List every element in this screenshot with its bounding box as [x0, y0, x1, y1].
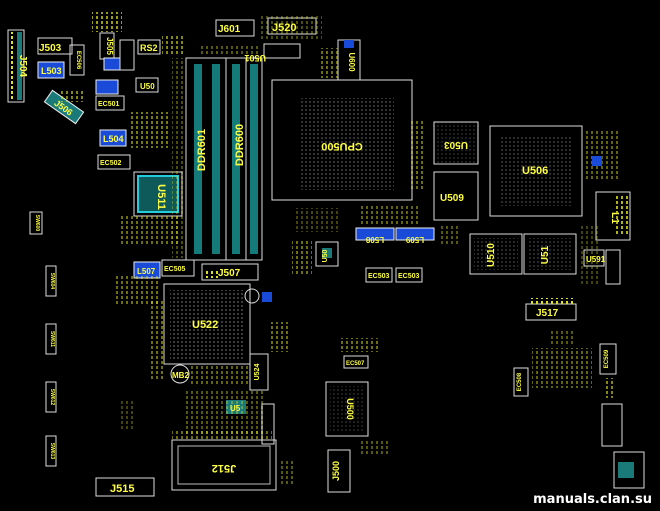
component-l507: L507: [133, 261, 161, 279]
label-l503: L503: [41, 66, 62, 76]
label-sw600: SW600: [34, 215, 40, 232]
switch-sw600: SW600: [29, 211, 43, 235]
label-u510: U510: [486, 243, 497, 267]
component-u51: U51: [523, 233, 577, 275]
label-j517: J517: [536, 308, 559, 319]
component-u524: U524: [249, 353, 269, 391]
chip-u506: U506: [489, 125, 583, 217]
component-l503: L503: [37, 61, 65, 79]
label-l508: L508: [365, 235, 384, 244]
component-ec508: EC508: [513, 367, 529, 397]
ddr-slot-ddr600: DDR600: [225, 57, 263, 261]
label-ec506: EC506: [75, 51, 81, 70]
label-ec509: EC509: [604, 349, 610, 368]
chip-u500: U500: [325, 381, 369, 437]
component-u50: U50: [135, 77, 159, 93]
label-u506: U506: [522, 165, 548, 177]
label-sw612: SW612: [49, 389, 55, 406]
label-l507: L507: [137, 267, 156, 276]
connector-j504: J504: [7, 29, 28, 103]
component-ec509: EC509: [599, 343, 617, 375]
label-u501: U501: [244, 53, 266, 63]
component-u509: U509: [433, 171, 479, 221]
switch-sw604: SW604: [45, 265, 57, 297]
component-j503: J503: [37, 37, 73, 55]
label-rs2: RS2: [140, 43, 158, 53]
switch-sw611: SW611: [45, 323, 57, 355]
ddr-slot-ddr601: DDR601: [185, 57, 247, 261]
label-j500: J500: [331, 461, 341, 481]
component-l509: L509: [395, 227, 435, 244]
component-ec502: EC502: [97, 154, 131, 170]
component-u510: U510: [469, 233, 523, 275]
label-u500: U500: [345, 398, 355, 420]
label-ec505: EC505: [164, 266, 186, 273]
label-ddr601: DDR601: [196, 129, 208, 171]
label-mb2: MB2: [172, 371, 189, 380]
component-u600: U600: [337, 39, 361, 81]
component-j505: J505: [99, 32, 115, 60]
label-j505: J505: [105, 37, 114, 55]
component-u50b: U50: [315, 241, 339, 267]
switch-sw613: SW613: [45, 435, 57, 467]
label-u51: U51: [540, 245, 551, 264]
label-l504: L504: [103, 134, 124, 144]
label-sw611: SW611: [49, 331, 55, 347]
label-ec503b: EC503: [398, 273, 420, 280]
label-l509: L509: [405, 235, 424, 244]
component-u501: U501: [244, 43, 301, 63]
label-u511: U511: [155, 184, 167, 210]
label-ec508: EC508: [517, 372, 523, 391]
component-ec507: EC507: [343, 355, 369, 369]
label-u503: U503: [444, 139, 468, 150]
label-j512: J512: [212, 462, 236, 474]
switch-sw612: SW612: [45, 381, 57, 413]
cpu-cpu500: CPU500: [271, 79, 413, 201]
label-u600: U600: [347, 52, 356, 72]
component-rs2: RS2: [137, 39, 161, 55]
label-cpu500: CPU500: [321, 140, 363, 152]
connector-j515: J515: [95, 477, 155, 497]
label-j515: J515: [110, 483, 134, 495]
component-ec506: EC506: [69, 44, 85, 76]
watermark: manuals.clan.su: [533, 492, 652, 507]
label-j601: J601: [218, 24, 241, 35]
label-u509: U509: [440, 193, 464, 204]
label-u50b: U50: [322, 249, 329, 262]
component-mb2: MB2: [172, 371, 189, 380]
connector-j500: J500: [327, 449, 351, 493]
component-l505: [95, 79, 119, 95]
component-ec503b: EC503: [395, 267, 423, 283]
label-j503: J503: [39, 43, 62, 54]
label-sw613: SW613: [49, 443, 55, 460]
component-ec503: EC503: [365, 267, 393, 283]
component-l508: L508: [355, 227, 395, 244]
label-u50: U50: [140, 82, 155, 91]
label-j504: J504: [17, 55, 28, 78]
label-ec501: EC501: [98, 101, 120, 108]
component-u502: [103, 57, 121, 71]
label-sw604: SW604: [49, 273, 55, 290]
chip-u522: U522: [163, 283, 251, 365]
component-ec505: EC505: [161, 259, 195, 277]
component-u503: U503: [433, 121, 479, 165]
component-j507: J507: [201, 263, 259, 281]
label-ec503: EC503: [368, 273, 390, 280]
connector-j512: J512: [171, 439, 277, 491]
component-ec501: EC501: [95, 95, 125, 111]
label-u524: U524: [254, 364, 261, 381]
label-ec502: EC502: [100, 160, 122, 167]
label-u522: U522: [192, 319, 218, 331]
label-ec507: EC507: [346, 361, 365, 367]
component-j601: J601: [215, 19, 255, 37]
component-l504: L504: [99, 129, 127, 147]
label-ddr600: DDR600: [234, 124, 246, 166]
connector-j517: J517: [525, 298, 577, 321]
label-j507: J507: [218, 268, 241, 279]
